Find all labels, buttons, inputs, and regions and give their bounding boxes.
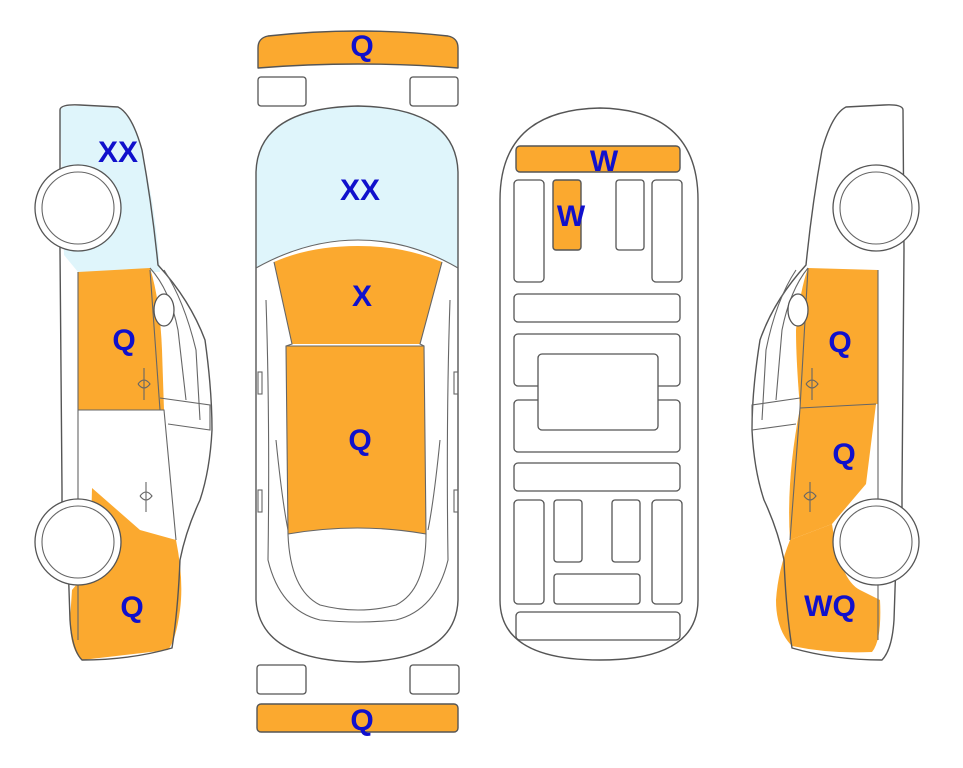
rear-right-light-icon xyxy=(409,664,460,695)
rear-bumper-code: Q xyxy=(350,704,373,737)
hood-code: X xyxy=(352,280,372,313)
right-quarter-panel[interactable] xyxy=(776,524,881,653)
right-front-wheel-icon xyxy=(832,164,920,252)
right-rear-door-code: Q xyxy=(832,438,855,471)
left-rear-wheel-icon xyxy=(34,498,122,586)
right-rear-wheel-icon xyxy=(832,498,920,586)
left-side-view: XX Q Q xyxy=(34,104,213,661)
left-front-fender-panel[interactable] xyxy=(78,268,164,410)
underbody-view: W W xyxy=(499,107,699,661)
left-front-door-handle-icon xyxy=(137,368,151,400)
left-mirror-icon xyxy=(153,293,175,327)
right-quarter-panel-code: WQ xyxy=(804,590,856,623)
top-view: Q XX X Q Q xyxy=(255,30,460,737)
windshield-code: XX xyxy=(340,174,380,207)
front-left-light-icon xyxy=(257,76,307,107)
right-side-view: Q Q WQ xyxy=(751,104,920,661)
right-front-door-panel[interactable] xyxy=(796,268,878,408)
roof-code: Q xyxy=(348,424,371,457)
left-front-fender-code: Q xyxy=(112,324,135,357)
rear-left-light-icon xyxy=(256,664,307,695)
hood-panel[interactable] xyxy=(274,246,442,344)
front-bumper-panel[interactable] xyxy=(258,31,458,68)
floor-cross-member-code: W xyxy=(590,145,619,178)
roof-panel[interactable] xyxy=(286,346,426,534)
right-front-door-handle-icon xyxy=(805,368,819,400)
floor-rail-panel[interactable] xyxy=(553,180,581,250)
left-rear-door-handle-icon xyxy=(139,482,153,512)
floor-rail-code: W xyxy=(557,200,586,233)
left-windshield-code: XX xyxy=(98,136,138,169)
left-front-wheel-icon xyxy=(34,164,122,252)
front-right-light-icon xyxy=(409,76,459,107)
windshield-panel[interactable] xyxy=(256,106,458,268)
right-rear-door-handle-icon xyxy=(803,482,817,512)
front-bumper-code: Q xyxy=(350,30,373,63)
right-mirror-icon xyxy=(787,293,809,327)
right-front-door-code: Q xyxy=(828,326,851,359)
floor-cross-member-panel[interactable] xyxy=(516,146,680,172)
rear-bumper-panel[interactable] xyxy=(257,704,458,732)
right-rear-door-panel[interactable] xyxy=(789,404,876,540)
left-rear-fender-code: Q xyxy=(120,591,143,624)
